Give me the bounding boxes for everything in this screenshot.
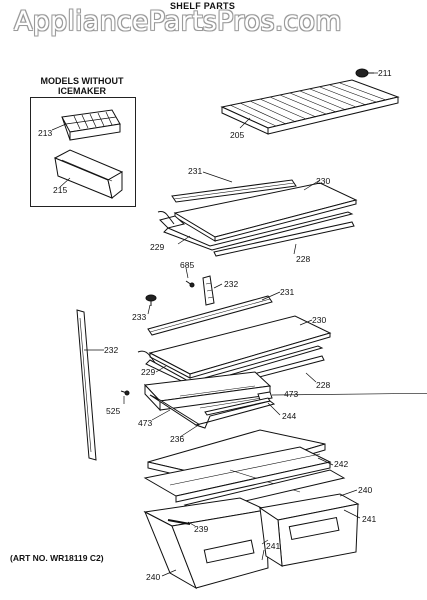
callout-239: 239 (194, 524, 208, 534)
models-title-line2: ICEMAKER (57, 86, 106, 96)
models-without-icemaker-box (30, 97, 136, 207)
callout-215: 215 (53, 185, 67, 195)
callout-231b: 231 (280, 287, 294, 297)
crisper-drawers (143, 493, 360, 590)
callout-228a: 228 (296, 254, 310, 264)
callout-242: 242 (334, 459, 348, 469)
callout-241b: 241 (266, 541, 280, 551)
wire-shelf-205 (220, 79, 400, 135)
ice-bucket-215 (53, 149, 124, 199)
callout-473a: 473 (284, 389, 298, 399)
models-box-title: MODELS WITHOUT ICEMAKER (30, 76, 134, 96)
side-rail-232 (76, 309, 97, 461)
callout-230a: 230 (316, 176, 330, 186)
page-title: SHELF PARTS (170, 1, 236, 11)
callout-240a: 240 (358, 485, 372, 495)
watermark-logo: AppliancePartsPros.com (14, 6, 342, 37)
callout-473b: 473 (138, 418, 152, 428)
upper-shelf-assembly (157, 179, 358, 257)
callout-685: 685 (180, 260, 194, 270)
callout-labels: 211 213 215 205 231 230 229 228 685 232 … (38, 68, 392, 582)
callout-211: 211 (378, 68, 392, 78)
callout-205: 205 (230, 130, 244, 140)
callout-236: 236 (170, 434, 184, 444)
callout-232b: 232 (104, 345, 118, 355)
callout-233: 233 (132, 312, 146, 322)
callout-240b: 240 (146, 572, 160, 582)
callout-241a: 241 (362, 514, 376, 524)
callout-525: 525 (106, 406, 120, 416)
callout-228b: 228 (316, 380, 330, 390)
callout-213: 213 (38, 128, 52, 138)
models-title-line1: MODELS WITHOUT (40, 76, 124, 86)
art-number: (ART NO. WR18119 C2) (10, 553, 104, 563)
callout-230b: 230 (312, 315, 326, 325)
slide-shelf-frame (120, 371, 276, 429)
callout-244: 244 (282, 411, 296, 421)
leader-lines (51, 72, 427, 577)
callout-232a: 232 (224, 279, 238, 289)
callout-229a: 229 (150, 242, 164, 252)
callout-229b: 229 (141, 367, 155, 377)
callout-231a: 231 (188, 166, 202, 176)
bumper-211 (355, 68, 374, 78)
ice-tray-213 (61, 109, 121, 141)
